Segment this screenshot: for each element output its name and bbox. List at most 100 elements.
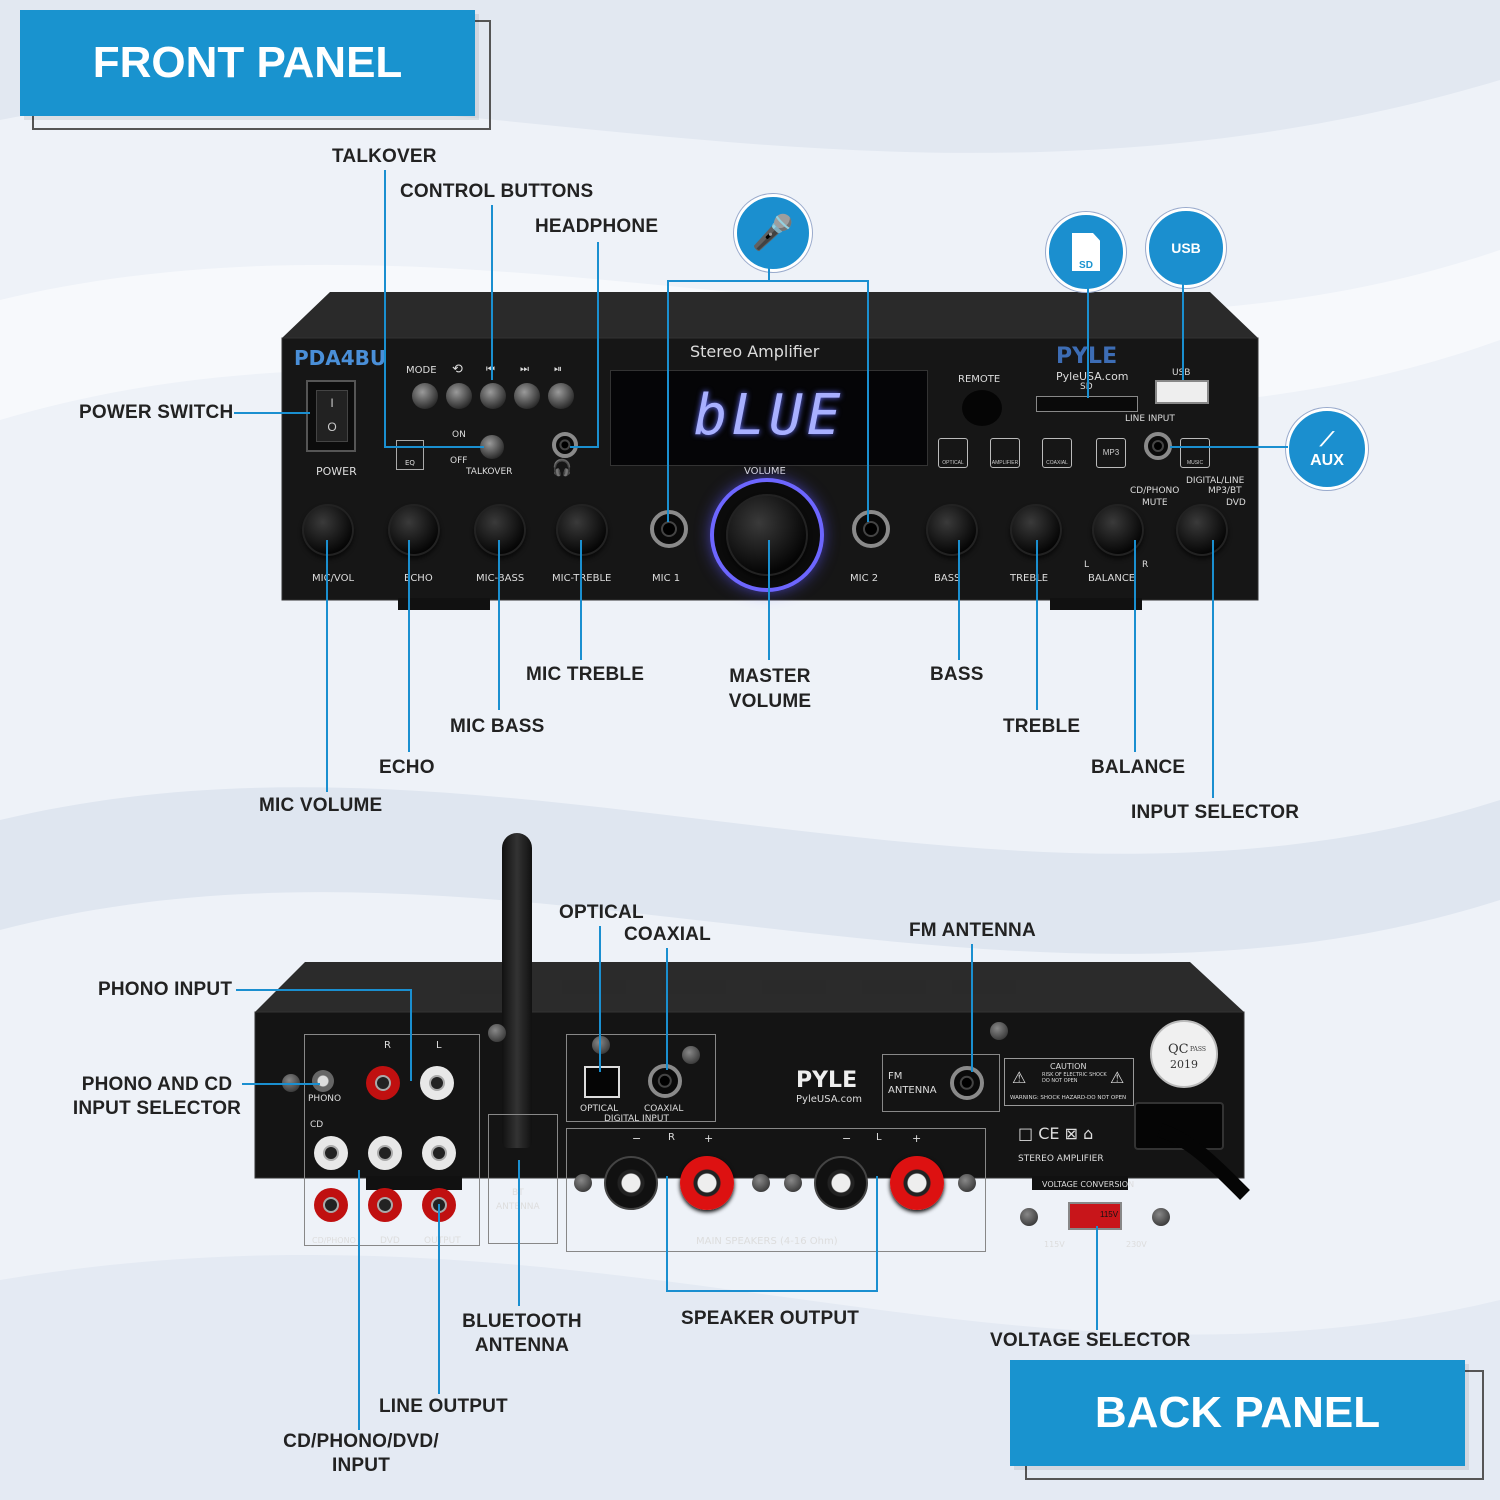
fm-antenna-box <box>882 1054 1000 1112</box>
group-label: OUTPUT <box>424 1236 461 1246</box>
fm-antenna-port[interactable] <box>950 1066 984 1100</box>
digital-input-box <box>566 1034 716 1122</box>
callout-cd-phono-dvd-input: CD/PHONO/DVD/ INPUT <box>283 1431 439 1476</box>
callout-bluetooth-antenna: BLUETOOTH ANTENNA <box>462 1311 582 1356</box>
callout-mic-volume: MIC VOLUME <box>259 795 383 816</box>
optical-port[interactable] <box>584 1066 620 1098</box>
vent <box>790 304 850 318</box>
mode-button[interactable] <box>412 383 438 409</box>
balance-knob[interactable] <box>1092 504 1144 556</box>
previous-button[interactable] <box>480 383 506 409</box>
usb-port[interactable] <box>1155 380 1209 404</box>
usb-icon: USB <box>1146 208 1226 288</box>
bluetooth-antenna[interactable] <box>502 833 532 1148</box>
speaker-l-positive[interactable] <box>890 1156 944 1210</box>
callout-line <box>876 1176 878 1292</box>
voltage-conversion-label: VOLTAGE CONVERSION <box>1042 1180 1135 1189</box>
headphone-jack[interactable] <box>552 432 578 458</box>
callout-line <box>597 242 599 446</box>
stereo-amplifier-label: STEREO AMPLIFIER <box>1018 1154 1104 1164</box>
repeat-icon: ⟲ <box>452 362 463 377</box>
cd-phono-input-l[interactable] <box>314 1136 348 1170</box>
repeat-button[interactable] <box>446 383 472 409</box>
sd-label: SD <box>1080 382 1093 392</box>
coaxial-port[interactable] <box>648 1064 682 1098</box>
callout-line <box>358 1170 360 1430</box>
knob-label: MIC/VOL <box>312 573 355 584</box>
screw <box>784 1174 802 1192</box>
warning-icon: ⚠ <box>1110 1068 1125 1087</box>
next-button[interactable] <box>514 383 540 409</box>
remote-label: REMOTE <box>958 374 1001 385</box>
front-device-body <box>281 292 1259 610</box>
line-output-l[interactable] <box>422 1136 456 1170</box>
callout-line <box>666 1290 878 1292</box>
line-input-jack[interactable] <box>1144 432 1172 460</box>
screw <box>958 1174 976 1192</box>
dvd-input-l[interactable] <box>368 1136 402 1170</box>
callout-talkover: TALKOVER <box>332 146 437 167</box>
selector-label: DIGITAL/LINE <box>1186 476 1245 486</box>
device-title: Stereo Amplifier <box>690 342 820 361</box>
bass-knob[interactable] <box>926 504 978 556</box>
cd-phono-input-r[interactable] <box>314 1188 348 1222</box>
coaxial-label: COAXIAL <box>644 1104 684 1114</box>
phono-input-l[interactable] <box>420 1066 454 1100</box>
back-brand-site: PyleUSA.com <box>796 1094 862 1105</box>
mic-bass-knob[interactable] <box>474 504 526 556</box>
mic-treble-knob[interactable] <box>556 504 608 556</box>
brand-logo: PYLE <box>1056 344 1117 369</box>
voltage-selector-switch[interactable]: 115V <box>1068 1202 1122 1230</box>
speaker-l-negative[interactable] <box>814 1156 868 1210</box>
screw <box>592 1036 610 1054</box>
callout-line <box>384 170 386 446</box>
next-icon: ⏭ <box>520 364 529 375</box>
back-panel-title: BACK PANEL <box>1094 1388 1381 1437</box>
echo-knob[interactable] <box>388 504 440 556</box>
callout-control-buttons: CONTROL BUTTONS <box>400 181 594 202</box>
speaker-r-negative[interactable] <box>604 1156 658 1210</box>
bt-antenna-box <box>488 1114 558 1244</box>
qc-sticker: QC PASS 2019 <box>1150 1020 1218 1088</box>
selector-label: CD/PHONO <box>1130 486 1180 496</box>
callout-echo: ECHO <box>379 757 435 778</box>
on-label: ON <box>452 430 466 440</box>
optical-label: OPTICAL <box>580 1104 619 1114</box>
screw <box>752 1174 770 1192</box>
talkover-button[interactable] <box>480 435 504 459</box>
play-pause-button[interactable] <box>548 383 574 409</box>
dvd-input-r[interactable] <box>368 1188 402 1222</box>
screw <box>990 1022 1008 1040</box>
knob-label: BALANCE <box>1088 573 1136 584</box>
callout-line <box>326 540 328 792</box>
callout-line <box>1212 540 1214 798</box>
eq-button[interactable]: EQ <box>396 440 424 470</box>
screw <box>488 1024 506 1042</box>
phono-cd-selector-switch[interactable] <box>312 1070 334 1092</box>
master-volume-knob[interactable] <box>726 494 808 576</box>
callout-line <box>599 926 601 1072</box>
qc-text: QC <box>1168 1042 1189 1057</box>
back-device-body <box>254 962 1245 1190</box>
balance-r-label: R <box>1142 560 1149 570</box>
speaker-r-positive[interactable] <box>680 1156 734 1210</box>
r-speaker-label: R <box>668 1132 675 1143</box>
vent <box>695 304 755 318</box>
off-label: OFF <box>450 456 468 466</box>
sd-card-icon: SD <box>1046 212 1126 292</box>
knob-label: MIC 1 <box>652 573 681 584</box>
coaxial-source-icon: COAXIAL <box>1042 438 1072 468</box>
mic1-jack[interactable] <box>650 510 688 548</box>
selector-label: MUTE <box>1142 498 1168 508</box>
sd-slot[interactable] <box>1036 396 1138 412</box>
vent <box>762 980 826 994</box>
input-selector-knob[interactable] <box>1176 504 1228 556</box>
aux-icon: ⟋ AUX <box>1286 408 1368 490</box>
callout-line <box>234 412 310 414</box>
mic-volume-knob[interactable] <box>302 504 354 556</box>
callout-balance: BALANCE <box>1091 757 1186 778</box>
phono-input-r[interactable] <box>366 1066 400 1100</box>
mic2-jack[interactable] <box>852 510 890 548</box>
callout-line <box>518 1160 520 1306</box>
